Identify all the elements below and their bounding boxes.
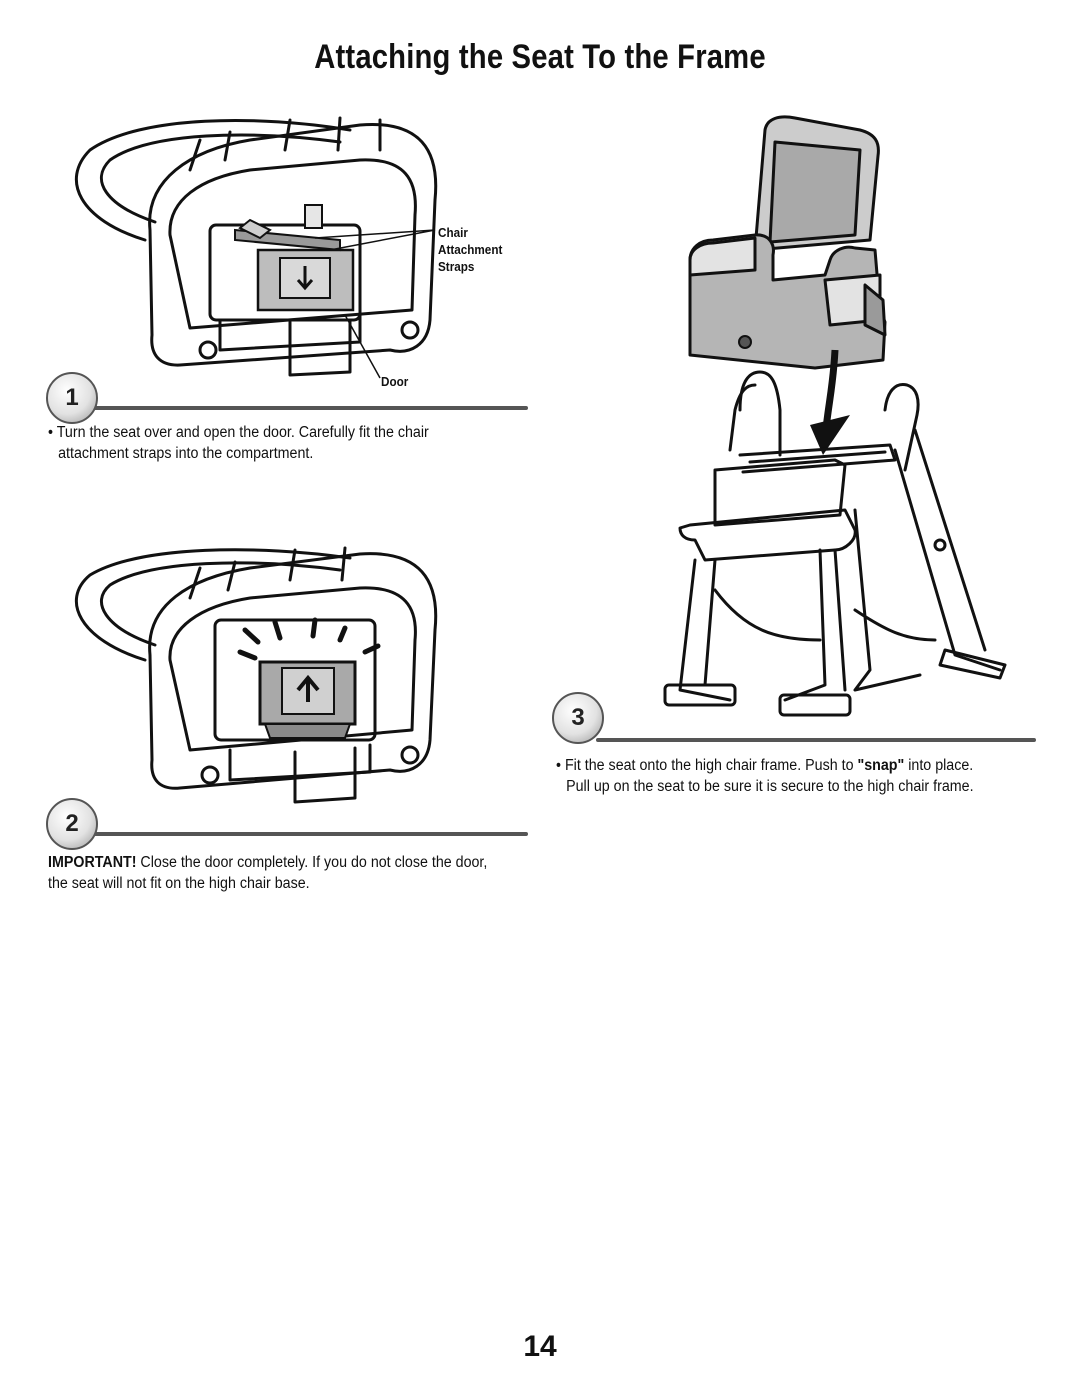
callout-straps-line1: Chair xyxy=(438,225,468,240)
step-2-text-line1: Close the door completely. If you do not… xyxy=(136,854,488,871)
important-label: IMPORTANT! xyxy=(48,854,137,871)
step-1-instructions: • Turn the seat over and open the door. … xyxy=(48,422,526,464)
step-2-instructions: IMPORTANT! Close the door completely. If… xyxy=(48,852,526,894)
step-3-instructions: • Fit the seat onto the high chair frame… xyxy=(556,755,1034,797)
page-title: Attaching the Seat To the Frame xyxy=(314,38,766,76)
step-2-rule xyxy=(90,832,528,836)
step-1-header: 1 xyxy=(46,372,528,428)
callout-straps-line3: Straps xyxy=(438,259,475,274)
step-2-text-line2: the seat will not fit on the high chair … xyxy=(48,875,310,892)
step-3-text-line2: Pull up on the seat to be sure it is sec… xyxy=(566,778,974,795)
step-3-text-line1-after: into place. xyxy=(904,757,974,774)
step-1-badge: 1 xyxy=(46,372,98,424)
step-3-badge: 3 xyxy=(552,692,604,744)
page-number: 14 xyxy=(523,1330,557,1363)
step-3-text-line1-before: Fit the seat onto the high chair frame. … xyxy=(564,757,858,774)
step-1-text-line1: Turn the seat over and open the door. Ca… xyxy=(56,424,429,441)
seat-door-open-illustration xyxy=(74,116,438,379)
step-1-bullet: • xyxy=(48,424,54,441)
step-1-text-line2: attachment straps into the compartment. xyxy=(58,445,314,462)
callout-door: Door xyxy=(381,374,409,389)
step-2-header: 2 xyxy=(46,790,528,850)
snap-label: "snap" xyxy=(857,757,905,774)
step-2-badge: 2 xyxy=(46,798,98,850)
step-3-bullet: • xyxy=(556,757,562,774)
callout-chair-attachment-straps: Chair Attachment Straps xyxy=(438,224,502,275)
step-3-rule xyxy=(596,738,1036,742)
step-3-header: 3 xyxy=(552,688,1036,744)
step-1-rule xyxy=(90,406,528,410)
callout-straps-line2: Attachment xyxy=(438,242,503,257)
seat-door-closed-illustration xyxy=(74,546,438,804)
high-chair-frame-illustration xyxy=(663,115,1007,717)
